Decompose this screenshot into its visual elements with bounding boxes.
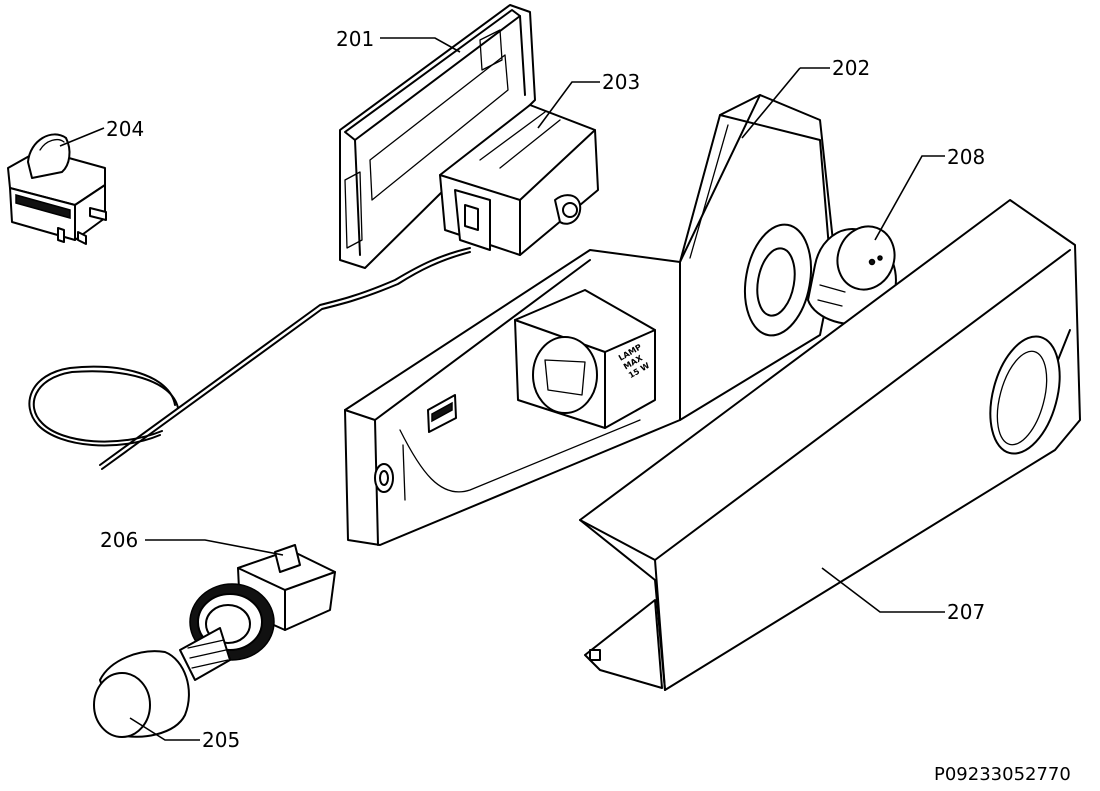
leader-205	[129, 717, 200, 741]
leader-202-pointer	[741, 67, 801, 139]
callout-206: 206	[100, 528, 139, 552]
leader-lines	[59, 37, 945, 741]
capillary-tube	[28, 247, 471, 470]
callout-204: 204	[106, 117, 145, 141]
part-203-thermostat	[439, 104, 599, 256]
callout-201: 201	[336, 27, 375, 51]
part-207-front-cover	[579, 199, 1081, 691]
callout-202: 202	[832, 56, 871, 80]
leader-204	[59, 127, 105, 147]
callout-207: 207	[947, 600, 986, 624]
callout-208: 208	[947, 145, 986, 169]
callout-205: 205	[202, 728, 241, 752]
leader-207	[821, 567, 945, 613]
leader-208	[874, 155, 945, 241]
part-205-lamp-bulb	[93, 627, 231, 738]
leader-203	[537, 81, 600, 129]
leader-206	[145, 539, 284, 556]
leader-201	[380, 37, 461, 53]
callout-203: 203	[602, 70, 641, 94]
drawing-code: P09233052770	[934, 764, 1071, 785]
part-204-rocker-switch	[7, 133, 107, 245]
part-201-cover-plate	[339, 4, 536, 269]
part-202-housing	[344, 94, 836, 546]
